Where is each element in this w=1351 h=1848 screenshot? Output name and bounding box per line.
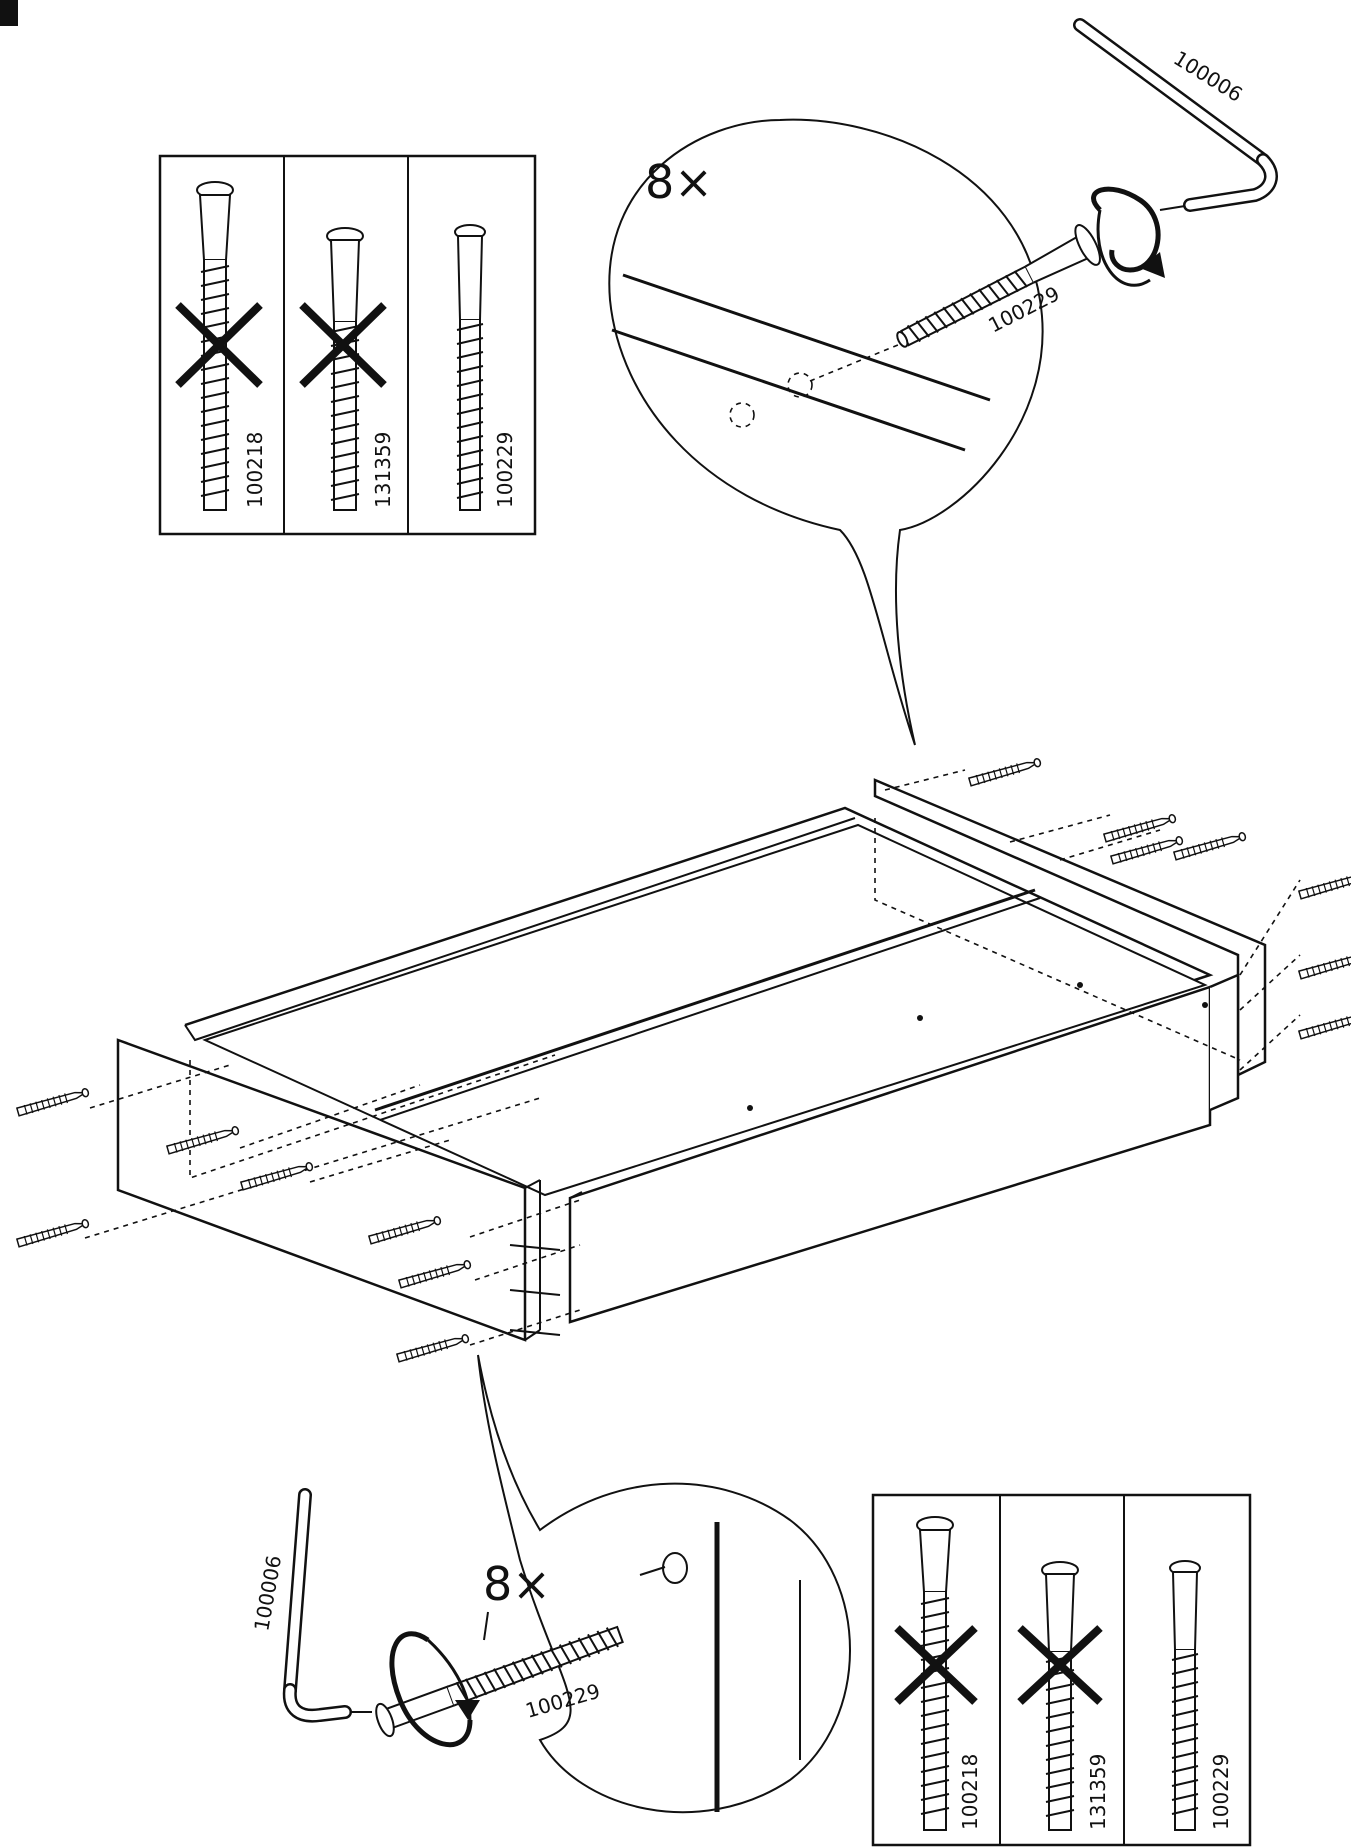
rotate-arrow-icon — [1091, 186, 1165, 287]
cross-icon — [175, 302, 263, 388]
quantity-label-bottom: 8× — [483, 1557, 551, 1611]
hex-key-icon — [282, 1488, 372, 1723]
step-marker-fragment — [0, 0, 18, 26]
cross-icon — [1017, 1625, 1103, 1705]
drawer-assembly — [15, 756, 1351, 1364]
screw-icon — [896, 223, 1101, 348]
legend-bottom-label-1: 100218 — [958, 1754, 982, 1830]
legend-bottom-screw-100229 — [1169, 1560, 1201, 1831]
legend-top-screw-131359 — [299, 227, 387, 511]
legend-bottom-screw-100218 — [894, 1516, 978, 1831]
legend-top-label-2: 131359 — [371, 432, 395, 508]
legend-bottom-label-3: 100229 — [1209, 1754, 1233, 1830]
detail-bubble-top: 8× 100229 100006 — [608, 18, 1278, 746]
legend-top: 100218 131359 100229 — [158, 154, 537, 536]
screw-icon — [375, 1625, 624, 1738]
legend-top-label-3: 100229 — [493, 432, 517, 508]
screw-label-bottom: 100229 — [523, 1679, 603, 1723]
legend-bottom-screw-131359 — [1017, 1561, 1103, 1831]
hex-key-icon — [1073, 18, 1278, 212]
cross-icon — [299, 302, 387, 388]
rotate-arrow-icon — [389, 1631, 480, 1748]
legend-top-label-1: 100218 — [243, 432, 267, 508]
legend-bottom: 100218 131359 100229 — [871, 1493, 1252, 1847]
legend-top-screw-100218 — [175, 181, 263, 511]
legend-top-screw-100229 — [454, 224, 486, 511]
hex-key-label-bottom: 100006 — [249, 1554, 286, 1633]
detail-bubble-bottom: 8× 100229 100006 — [249, 1354, 851, 1814]
cross-icon — [894, 1625, 978, 1705]
quantity-label-top: 8× — [645, 155, 713, 209]
legend-bottom-label-2: 131359 — [1086, 1754, 1110, 1830]
